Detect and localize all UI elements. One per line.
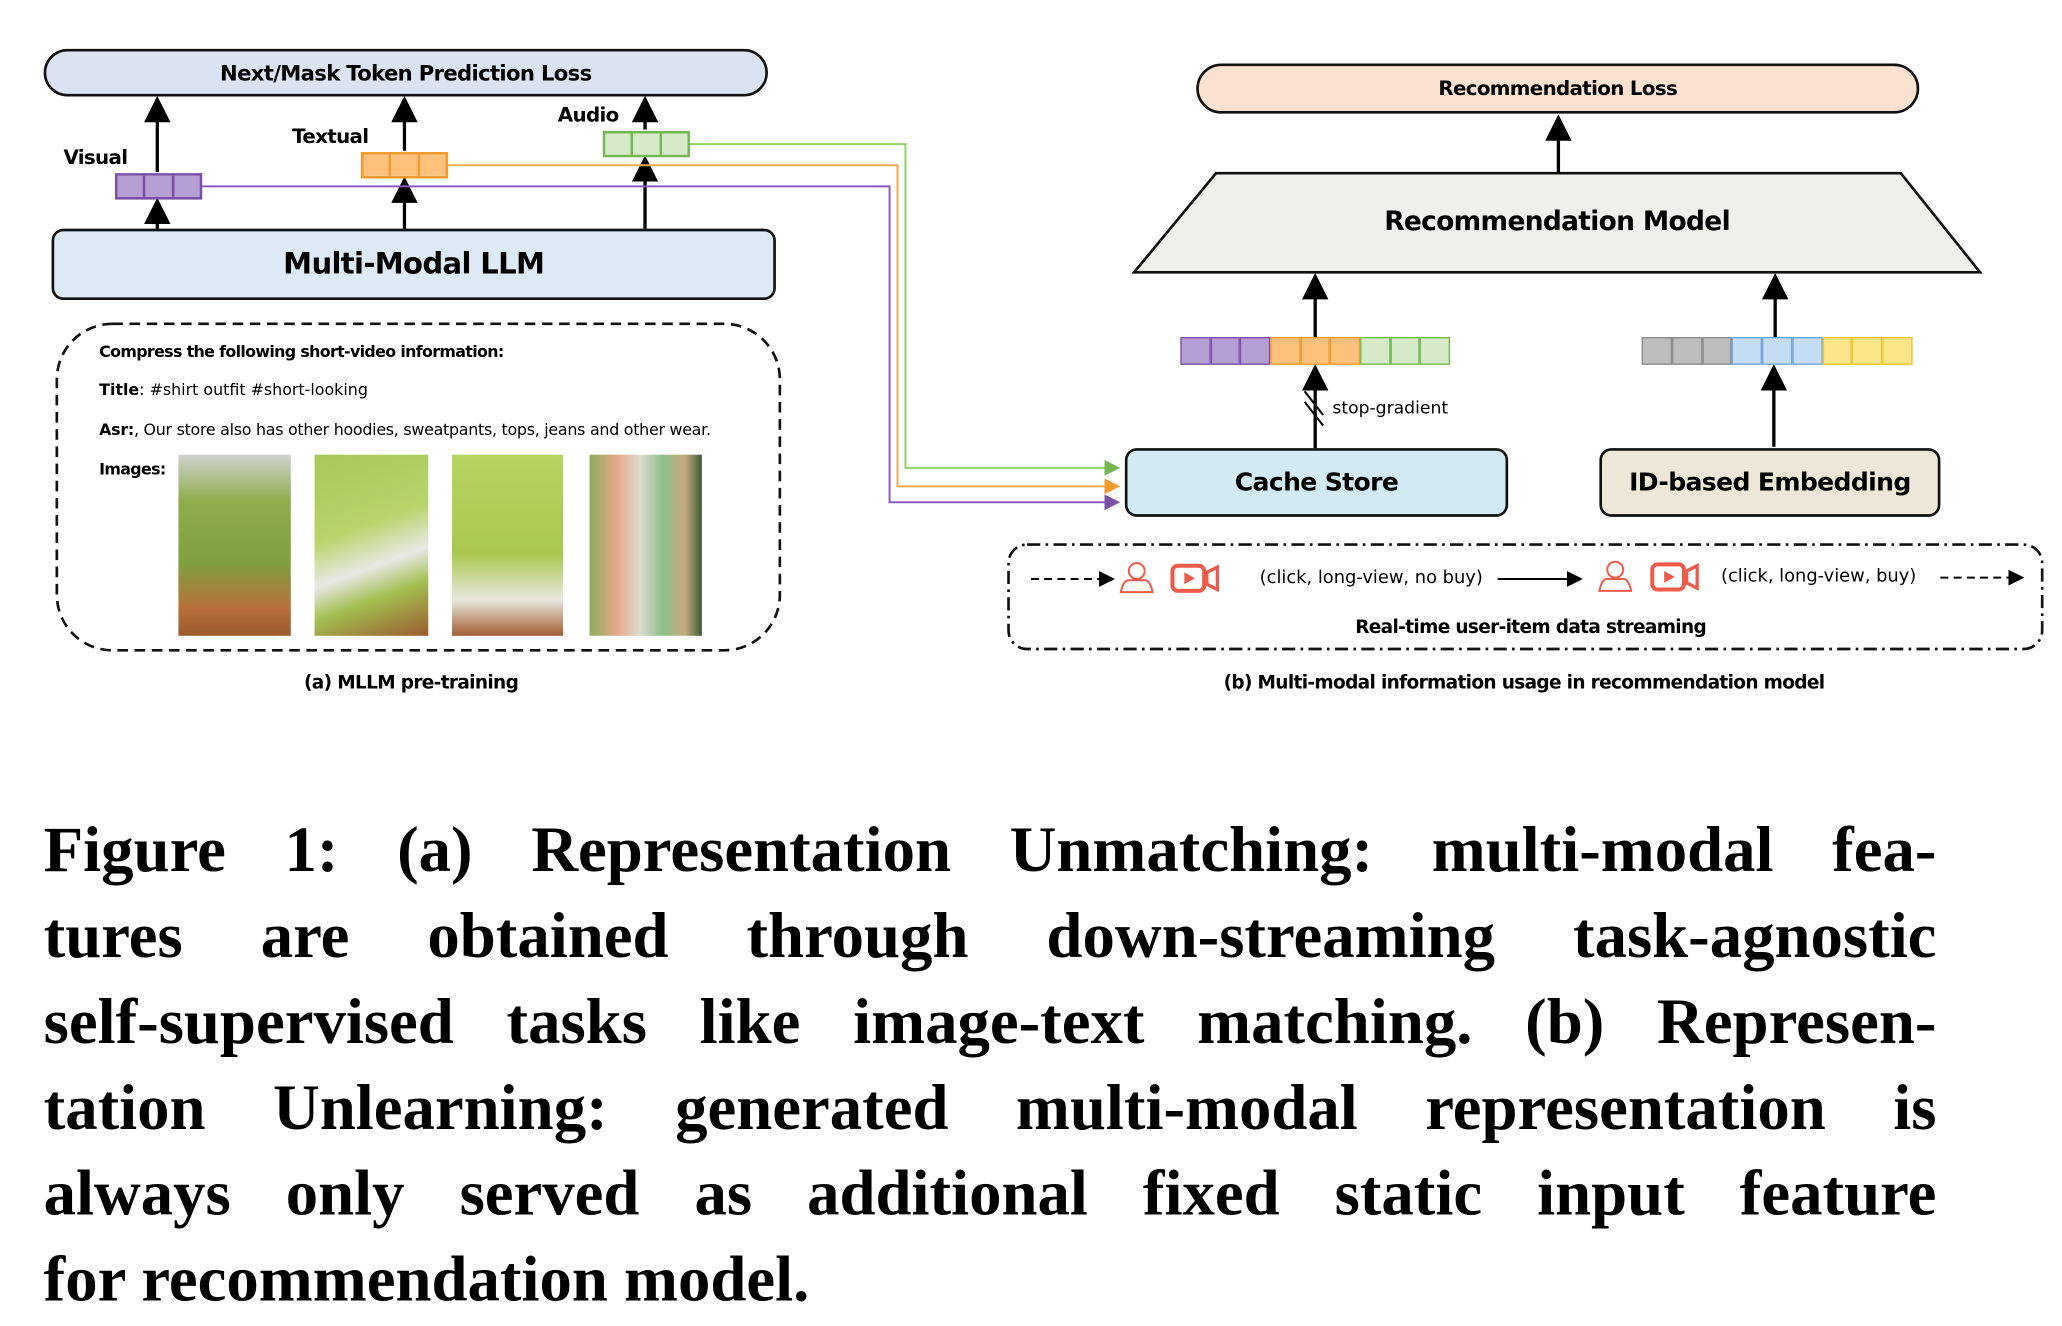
id-based-embedding: ID-based Embedding xyxy=(1599,448,1941,517)
cache-store: Cache Store xyxy=(1124,448,1509,517)
recommendation-model-label: Recommendation Model xyxy=(1384,204,1730,237)
figure-caption-line: always only served as additional fixed s… xyxy=(43,1156,1937,1230)
figure-caption-line: self-supervised tasks like image-text ma… xyxy=(43,984,1937,1058)
textual-token xyxy=(360,152,449,179)
route-visual xyxy=(202,185,1121,511)
prompt-asr: Asr:, Our store also has other hoodies, … xyxy=(99,420,711,439)
stop-gradient-mark xyxy=(1303,390,1324,427)
stream-title: Real-time user-item data streaming xyxy=(1355,617,1707,639)
id-feature-tokens xyxy=(1641,337,1913,365)
recommendation-loss: Recommendation Loss xyxy=(1196,63,1920,114)
visual-label: Visual xyxy=(63,145,128,170)
user-icon xyxy=(1598,560,1633,592)
stream-event-2: (click, long-view, buy) xyxy=(1720,565,1917,587)
route-textual xyxy=(448,164,1121,495)
video-icon xyxy=(1650,562,1699,592)
user-icon xyxy=(1119,562,1154,594)
title-key: Title xyxy=(99,380,140,400)
visual-token xyxy=(114,173,203,200)
stream-box-border xyxy=(1007,543,2044,651)
video-frame-3 xyxy=(452,454,564,636)
title-value: : #shirt outfit #short-looking xyxy=(139,380,368,400)
figure-caption-line: tation Unlearning: generated multi-modal… xyxy=(43,1070,1937,1144)
audio-label: Audio xyxy=(557,103,619,127)
token-prediction-loss: Next/Mask Token Prediction Loss xyxy=(43,48,768,97)
textual-label: Textual xyxy=(292,124,369,149)
prompt-box-border xyxy=(55,322,782,652)
video-frame-4 xyxy=(589,454,702,636)
video-frame-1 xyxy=(178,454,291,636)
stream-event-1: (click, long-view, no buy) xyxy=(1259,567,1483,589)
video-icon xyxy=(1170,563,1220,593)
caption-a: (a) MLLM pre-training xyxy=(303,672,519,694)
multimodal-feature-tokens xyxy=(1180,337,1451,365)
images-key: Images: xyxy=(99,459,166,479)
caption-b: (b) Multi-modal information usage in rec… xyxy=(1223,672,1826,694)
audio-token xyxy=(602,130,690,158)
recommendation-model-shape xyxy=(1131,171,1983,274)
video-frame-2 xyxy=(314,454,429,636)
figure-caption-line: for recommendation model. xyxy=(43,1242,810,1316)
route-audio xyxy=(689,143,1121,476)
prompt-title: Title: #shirt outfit #short-looking xyxy=(99,381,368,400)
asr-key: Asr: xyxy=(99,420,134,439)
prompt-instruction: Compress the following short-video infor… xyxy=(99,342,504,361)
figure-caption-line: Figure 1: (a) Representation Unmatching:… xyxy=(43,812,1937,886)
multi-modal-llm: Multi-Modal LLM xyxy=(51,228,776,301)
figure-caption-line: tures are obtained through down-streamin… xyxy=(43,898,1937,972)
asr-value: , Our store also has other hoodies, swea… xyxy=(133,420,711,439)
stop-gradient-label: stop-gradient xyxy=(1332,399,1449,420)
